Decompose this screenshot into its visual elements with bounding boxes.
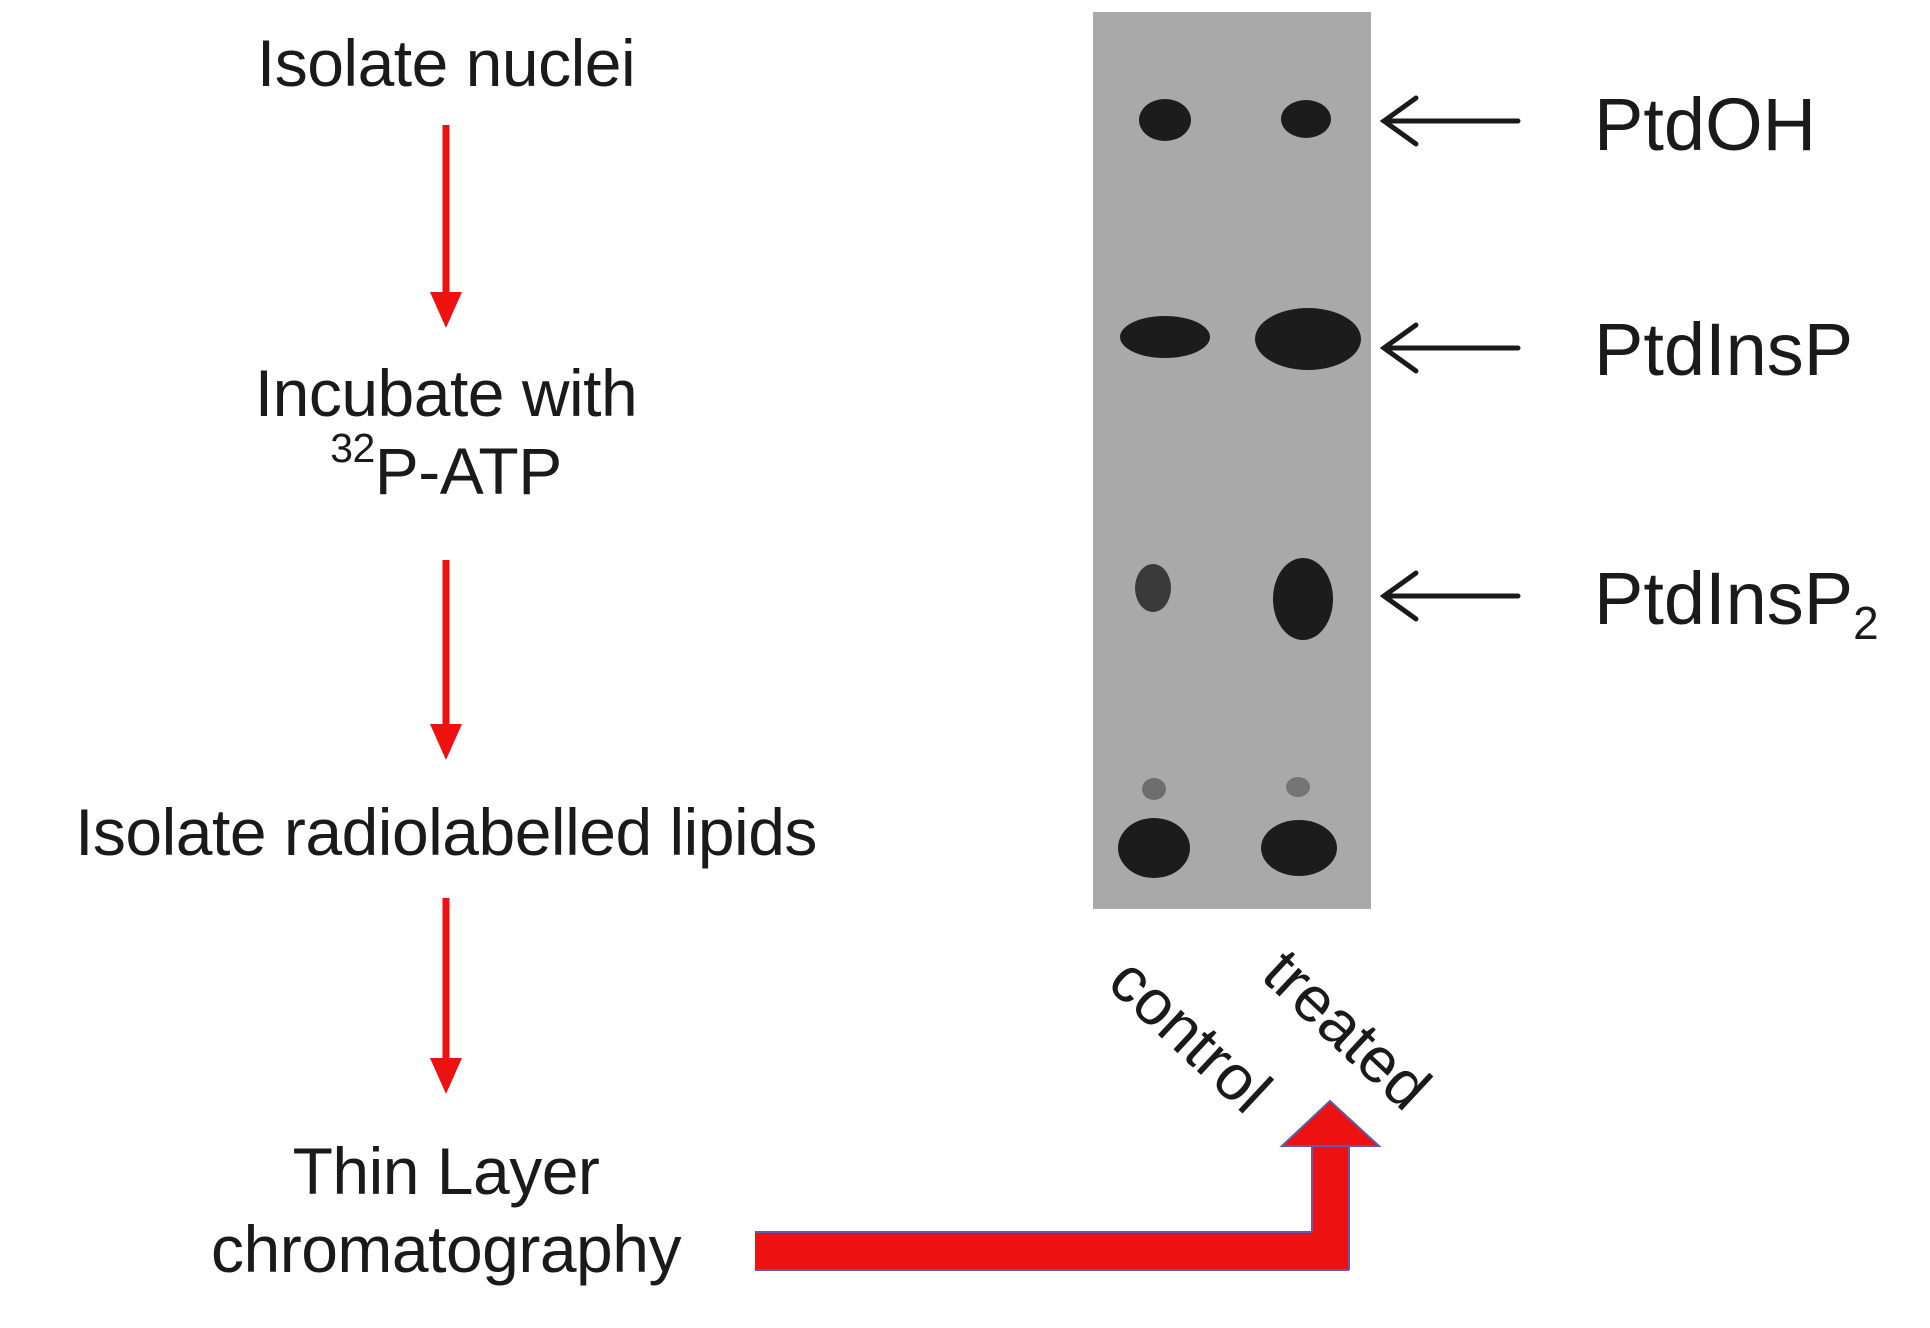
spot-treated-origin [1261,820,1337,876]
spot-control-faint [1142,778,1166,800]
spot-treated-ptdoh [1281,100,1331,138]
flow-arrow-2 [430,560,462,760]
spot-treated-ptdinsp2 [1273,558,1333,640]
pointer-arrow-ptdoh [1379,95,1521,147]
step-2-line-2: 32P-ATP [146,425,746,511]
spot-control-origin [1118,818,1190,878]
step-incubate: Incubate with 32P-ATP [146,355,746,511]
band-label-ptdinsp-text: PtdInsP [1594,308,1854,391]
spot-control-ptdoh [1139,99,1191,141]
flow-arrow-elbow [755,1099,1382,1271]
step-4-line-1: Thin Layer [292,1134,600,1208]
spot-control-ptdinsp [1120,316,1210,358]
band-label-ptdoh-text: PtdOH [1594,83,1817,166]
step-isolate-lipids: Isolate radiolabelled lipids [0,794,892,872]
step-2-reagent: P-ATP [374,433,562,508]
step-4-line-2: chromatography [211,1211,681,1286]
band-label-ptdinsp2-text: PtdInsP [1594,557,1854,640]
tlc-plate [1093,12,1371,909]
step-tlc: Thin Layer chromatography [146,1133,746,1289]
flow-arrow-3 [430,898,462,1094]
band-label-ptdinsp: PtdInsP [1594,313,1853,387]
flow-arrow-1 [430,125,462,328]
step-2-line-1: Incubate with [254,356,638,430]
band-label-ptdinsp2: PtdInsP2 [1594,562,1879,646]
step-3-text: Isolate radiolabelled lipids [75,795,817,869]
pointer-arrow-ptdinsp2 [1379,570,1521,622]
step-isolate-nuclei: Isolate nuclei [166,25,726,103]
flow-arrow-to-plate [755,1100,1340,1234]
spot-control-ptdinsp2 [1135,564,1171,612]
spot-treated-ptdinsp [1255,308,1361,370]
band-label-ptdinsp2-sub: 2 [1853,596,1879,649]
spot-treated-faint [1286,777,1310,797]
pointer-arrow-ptdinsp [1379,322,1521,374]
band-label-ptdoh: PtdOH [1594,88,1816,162]
step-1-text: Isolate nuclei [256,26,636,100]
isotope-superscript: 32 [330,424,375,471]
